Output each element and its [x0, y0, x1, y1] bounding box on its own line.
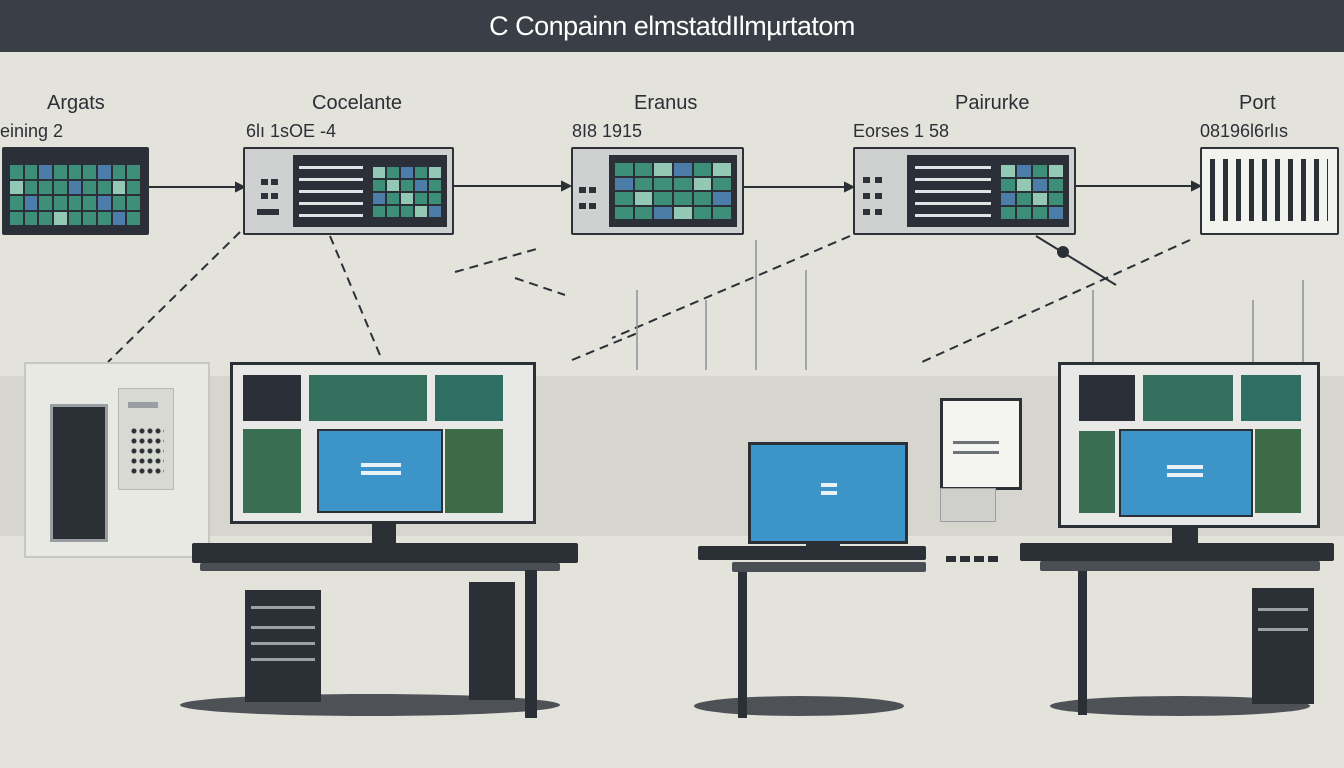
- server-cabinet: [24, 362, 210, 558]
- desk-3-top: [1020, 543, 1334, 561]
- desk-3-leg: [1078, 571, 1087, 715]
- stage-1-sub: eining 2: [0, 121, 64, 141]
- monitor-3: [1058, 362, 1320, 528]
- desk-1-apron: [200, 563, 560, 571]
- desk-2-leg: [738, 572, 747, 718]
- stage-3-panel: [571, 147, 744, 235]
- stage-5-label: Port: [1239, 92, 1276, 114]
- stage-2-panel: [243, 147, 454, 235]
- stage-3-sub: 8I8 1915: [572, 121, 643, 141]
- stage-5-panel: [1200, 147, 1339, 235]
- stage-3-label: Eranus: [634, 92, 698, 114]
- desk-2-shadow: [694, 696, 904, 716]
- desk-1-leg-right: [525, 570, 537, 718]
- monitor-2: [748, 442, 908, 544]
- header-bar: C Conpainn elmstatdIlmµrtatom: [0, 0, 1344, 52]
- document-device: [940, 398, 1022, 490]
- monitor-1: [230, 362, 536, 524]
- desk-1-top: [192, 543, 578, 563]
- stage-2-sub: 6lı 1sOE -4: [246, 121, 337, 141]
- desk-2-apron: [732, 562, 926, 572]
- stage-4-panel: [853, 147, 1076, 235]
- stage-5-sub: 08196l6rlıs: [1200, 121, 1289, 141]
- desk-3-cabinet: [1252, 588, 1314, 704]
- desk-1-drawers: [245, 590, 321, 702]
- document-tray: [940, 488, 996, 522]
- desk-3-apron: [1040, 561, 1320, 571]
- stage-1-label: Argats: [47, 92, 105, 114]
- stage-4-label: Pairurke: [955, 92, 1030, 114]
- desk-1-leg: [469, 582, 515, 700]
- stage-4-sub: Eorses 1 58: [853, 121, 950, 141]
- desk-2-top: [698, 546, 926, 560]
- desk-3-shadow: [1050, 696, 1310, 716]
- stage-2-label: Cocelante: [312, 92, 403, 114]
- page-title: C Conpainn elmstatdIlmµrtatom: [489, 10, 855, 41]
- keyboard: [946, 556, 998, 562]
- stage-1-panel: [2, 147, 149, 235]
